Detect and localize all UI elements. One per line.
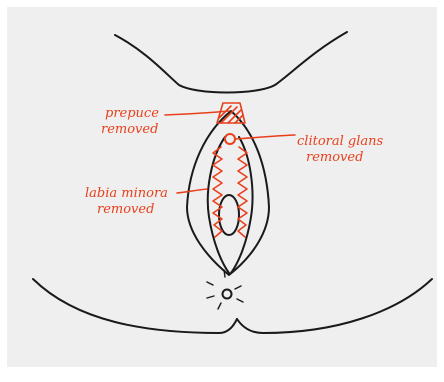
vaginal-opening	[219, 195, 239, 235]
clitoral-glans-leader-line	[235, 135, 295, 139]
lower-contour-right	[237, 279, 432, 333]
labia-minora-leader-line	[177, 189, 207, 193]
clitoral-glans-mark	[225, 134, 235, 144]
labia-minora-label-line-1: labia minora	[85, 186, 168, 201]
clitoral-glans-label-line-1: clitoral glans	[297, 134, 384, 149]
prepuce-label-line-2: removed	[101, 122, 158, 137]
labia-minora-label-line-2: removed	[97, 202, 154, 217]
clitoral-glans-label-line-2: removed	[306, 150, 363, 165]
diagram-canvas: prepuce removed clitoral glans removed l…	[7, 7, 437, 367]
anus	[223, 290, 232, 299]
upper-contour	[115, 32, 347, 93]
outer-labia-outline	[187, 111, 269, 275]
prepuce-label-line-1: prepuce	[105, 106, 159, 121]
illustration-panel: prepuce removed clitoral glans removed l…	[7, 7, 437, 367]
labia-minora-right-zigzag	[238, 147, 247, 237]
lower-contour-left	[33, 279, 237, 333]
